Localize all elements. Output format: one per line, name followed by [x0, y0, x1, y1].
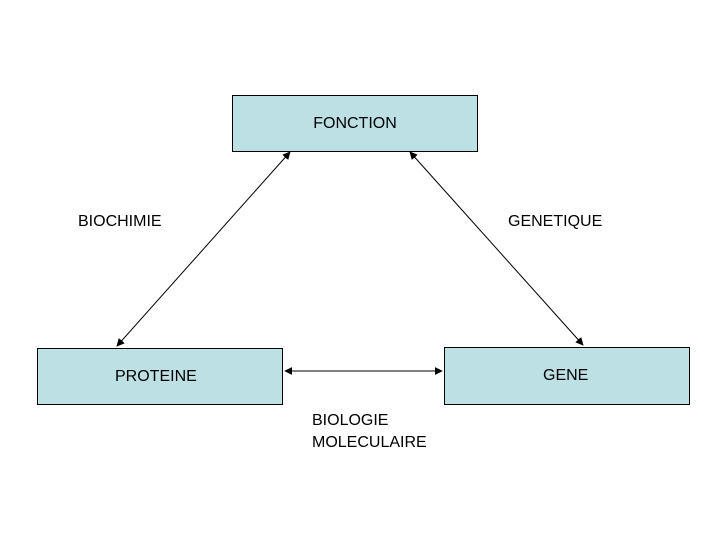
edge-label-biologie-moleculaire: BIOLOGIE MOLECULAIRE: [312, 410, 427, 454]
node-fonction: FONCTION: [232, 95, 478, 152]
edge-label-biologie-line1: BIOLOGIE: [312, 412, 389, 429]
node-gene-label: GENE: [543, 367, 589, 384]
edge-label-genetique: GENETIQUE: [508, 213, 603, 230]
edge-label-biologie-line2: MOLECULAIRE: [312, 434, 427, 451]
edge-label-biochimie: BIOCHIMIE: [78, 213, 162, 230]
node-proteine-label: PROTEINE: [115, 367, 197, 385]
edge-genetique-arrow: [409, 151, 584, 346]
node-proteine: PROTEINE: [37, 348, 283, 405]
node-fonction-label: FONCTION: [313, 114, 397, 132]
node-gene: GENE: [444, 347, 690, 405]
edge-biochimie-arrow: [116, 151, 291, 347]
